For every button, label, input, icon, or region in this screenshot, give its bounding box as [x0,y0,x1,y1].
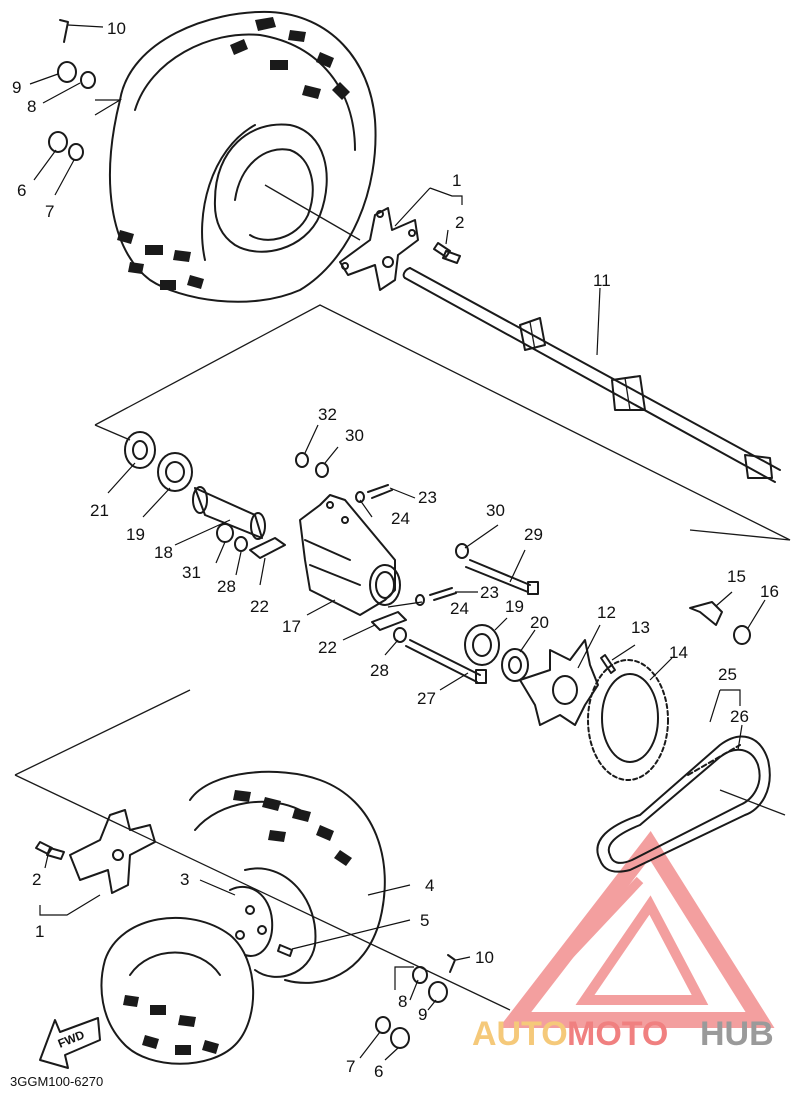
label-28-right: 28 [370,661,389,680]
part-labels: 10 9 8 6 7 1 2 11 32 30 21 19 18 31 28 2… [10,19,779,1089]
bottom-hub [69,809,156,894]
top-fasteners [48,19,96,161]
sprocket-hub-12 [519,639,599,726]
label-14: 14 [669,643,688,662]
label-18: 18 [154,543,173,562]
bottom-rim-3 [229,885,274,957]
watermark-hub: HUB [700,1015,774,1053]
label-2-bottom: 2 [32,870,41,889]
fwd-arrow: FWD [39,1017,101,1069]
seal-20 [501,648,529,682]
watermark-auto: AUTO [472,1015,568,1053]
label-30-top: 30 [345,426,364,445]
label-27: 27 [417,689,436,708]
watermark-text: AUTO MOTO HUB [472,1015,774,1053]
label-2-top: 2 [455,213,464,232]
label-7-top: 7 [45,202,54,221]
label-3: 3 [180,870,189,889]
bolt-29 [465,559,539,595]
label-22-left: 22 [250,597,269,616]
nut-31 [216,523,234,543]
top-hub [339,207,419,291]
watermark-logo [498,831,775,1028]
label-9-top: 9 [12,78,21,97]
label-21: 21 [90,501,109,520]
adjuster-22-right [371,611,407,631]
label-22-right: 22 [318,638,337,657]
chain-guard-15-16 [689,601,751,645]
nut-32-washer-30 [295,452,469,559]
label-1-top: 1 [452,171,461,190]
bearing-19-left [157,452,193,492]
drive-chain-26 [596,735,771,873]
bolts-23-24 [355,484,457,606]
label-10-top: 10 [107,19,126,38]
sprocket-14 [587,659,669,781]
label-25: 25 [718,665,737,684]
label-5: 5 [420,911,429,930]
label-16: 16 [760,582,779,601]
label-30-right: 30 [486,501,505,520]
label-20: 20 [530,613,549,632]
label-26: 26 [730,707,749,726]
label-10-bottom: 10 [475,948,494,967]
label-1-bottom: 1 [35,922,44,941]
label-31: 31 [182,563,201,582]
label-8-bottom: 8 [398,992,407,1011]
top-bolt [433,242,461,264]
label-29: 29 [524,525,543,544]
bottom-fasteners [375,954,456,1049]
top-wheel-tire [109,10,377,303]
label-6-top: 6 [17,181,26,200]
label-11: 11 [593,271,611,290]
assembly-outline [14,304,791,1011]
label-15: 15 [727,567,746,586]
label-12: 12 [597,603,616,622]
bolt-27 [405,639,487,684]
valve-stem-5 [277,944,293,957]
bottom-wheel-tire [100,770,386,1065]
label-19-left: 19 [126,525,145,544]
catalog-code: 3GGM100-6270 [10,1074,103,1089]
label-8-top: 8 [27,97,36,116]
label-7-bottom: 7 [346,1057,355,1076]
label-32: 32 [318,405,337,424]
watermark-moto: MOTO [567,1015,668,1053]
label-24-top: 24 [391,509,410,528]
label-4: 4 [425,876,434,895]
spacer-18 [192,486,266,540]
bottom-bolt-2 [35,841,65,860]
bearing-19-right [464,624,500,666]
label-17: 17 [282,617,301,636]
label-28-left: 28 [217,577,236,596]
label-6-bottom: 6 [374,1062,383,1081]
label-19-right: 19 [505,597,524,616]
label-13: 13 [631,618,650,637]
bearing-21 [124,431,156,469]
label-23-top: 23 [418,488,437,507]
adjuster-22-left [249,537,286,559]
label-23-bottom: 23 [480,583,499,602]
leader-lines [29,24,766,1061]
rear-axle [402,267,781,483]
label-9-bottom: 9 [418,1005,427,1024]
label-24-bottom: 24 [450,599,469,618]
axle-housing-17 [299,494,401,616]
washers-28 [234,536,407,643]
